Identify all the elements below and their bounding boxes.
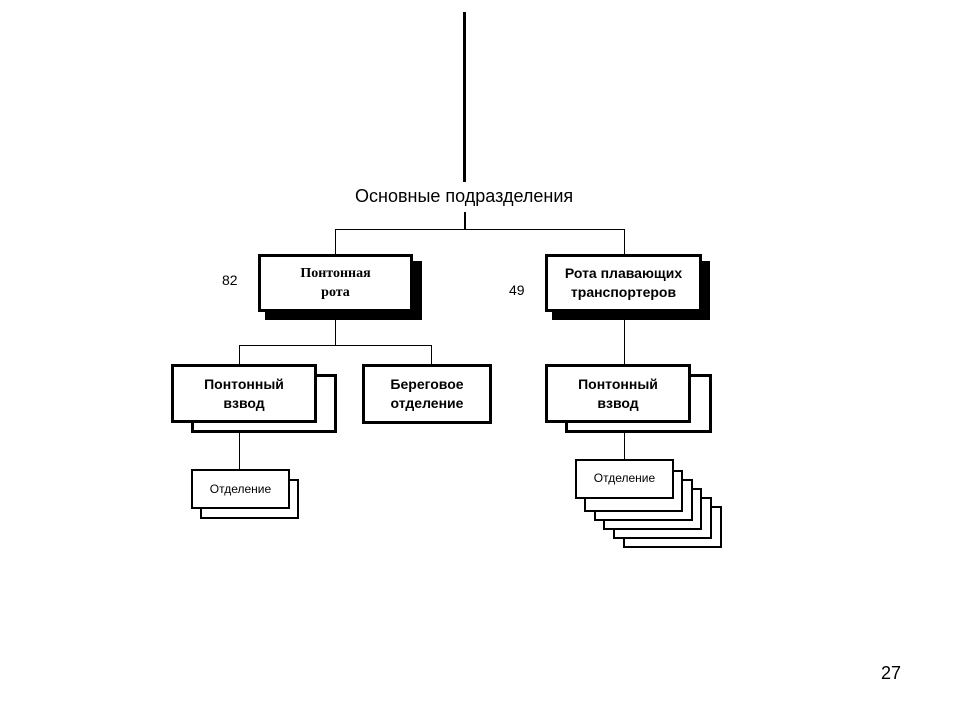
left-branch-line xyxy=(239,345,432,346)
page-number: 27 xyxy=(881,663,902,683)
drop-left-platoon-line xyxy=(239,345,240,367)
top-trunk-line xyxy=(463,12,466,182)
left-platoon-label: Понтонный взвод xyxy=(204,375,284,411)
diagram-heading: Основные подразделения xyxy=(355,186,574,206)
right-company-down-line xyxy=(624,312,625,367)
left-squad-box: Отделение xyxy=(191,469,290,509)
drop-right-company-line xyxy=(624,229,625,255)
left-company-down-line xyxy=(335,312,336,345)
right-squad-box: Отделение xyxy=(575,459,674,499)
right-company-count: 49 xyxy=(509,282,525,298)
trunk-lower-line xyxy=(464,212,466,230)
right-company-box: Рота плавающих транспортеров xyxy=(545,254,702,312)
right-platoon-down-line xyxy=(624,432,625,460)
main-branch-line xyxy=(335,229,625,230)
left-platoon-box: Понтонный взвод xyxy=(171,364,317,423)
drop-left-company-line xyxy=(335,229,336,255)
left-company-box: Понтонная рота xyxy=(258,254,413,312)
left-company-count: 82 xyxy=(222,272,238,288)
shore-section-box: Береговое отделение xyxy=(362,364,492,424)
drop-shore-section-line xyxy=(431,345,432,367)
right-company-label: Рота плавающих транспортеров xyxy=(564,265,683,300)
shore-section-label: Береговое отделение xyxy=(390,376,464,411)
right-squad-label: Отделение xyxy=(593,471,656,485)
left-squad-label: Отделение xyxy=(209,481,272,496)
right-platoon-box: Понтонный взвод xyxy=(545,364,691,423)
left-company-label: Понтонная рота xyxy=(300,266,371,300)
left-platoon-down-line xyxy=(239,432,240,470)
right-platoon-label: Понтонный взвод xyxy=(578,375,658,411)
